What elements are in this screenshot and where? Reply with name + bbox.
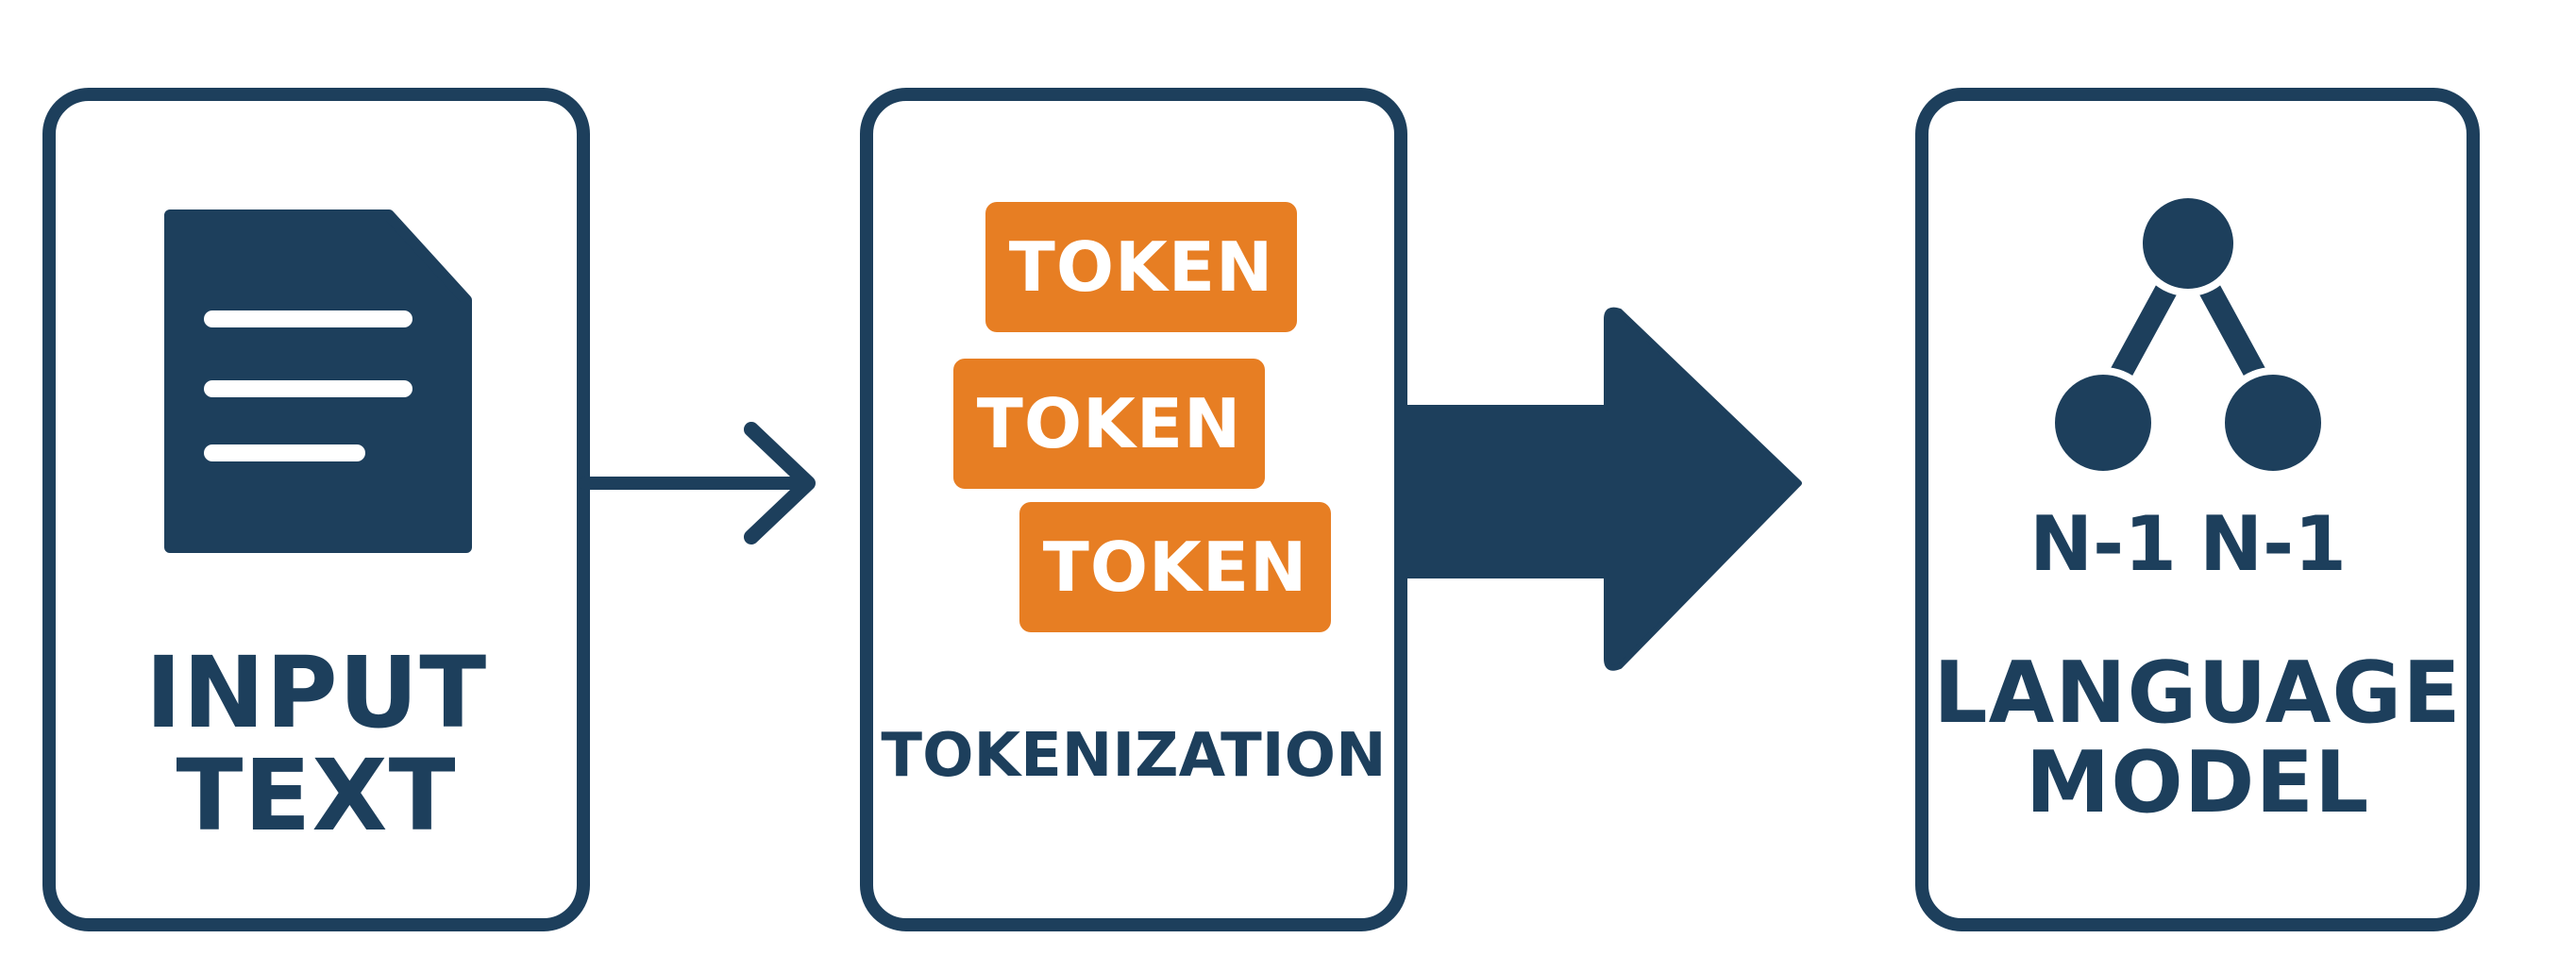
big-arrow-icon xyxy=(1398,307,1802,671)
input-text-label-line1: INPUT xyxy=(144,635,488,750)
tokenization-label: TOKENIZATION xyxy=(881,721,1387,791)
input-text-label-line2: TEXT xyxy=(176,738,457,854)
token-text-2: TOKEN xyxy=(976,384,1242,463)
document-icon xyxy=(164,209,472,553)
language-model-label-line2: MODEL xyxy=(2025,732,2370,832)
language-model-card xyxy=(1915,88,2480,931)
language-model-label-line1: LANGUAGE xyxy=(1933,644,2462,743)
token-chip-1 xyxy=(985,202,1297,332)
input-text-label: INPUT TEXT xyxy=(49,635,583,854)
node-label-right: N-1 xyxy=(2199,500,2347,588)
node-label-left: N-1 xyxy=(2029,500,2177,588)
token-chip-3 xyxy=(1019,502,1331,632)
language-model-label: LANGUAGE MODEL xyxy=(1922,644,2473,832)
thin-arrow-icon xyxy=(579,422,816,545)
token-text-3: TOKEN xyxy=(1042,528,1308,607)
token-chip-2 xyxy=(953,359,1265,489)
tree-network-icon xyxy=(2047,191,2329,478)
token-text-1: TOKEN xyxy=(1008,227,1274,307)
